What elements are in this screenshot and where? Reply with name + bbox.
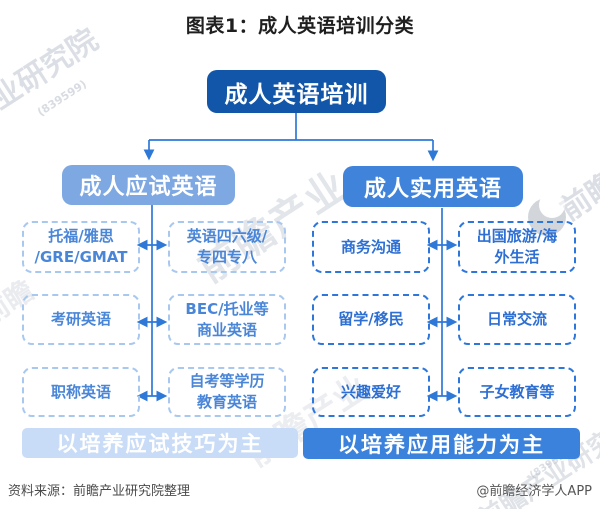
item-label: 考研英语	[50, 310, 111, 328]
item-business-communication: 商务沟通	[312, 221, 430, 273]
item-label: 留学/移民	[338, 310, 404, 328]
root-node-adult-english-training: 成人英语培训	[207, 70, 386, 113]
item-label: 兴趣爱好	[340, 382, 401, 401]
item-label: 外生活	[494, 248, 540, 266]
item-label: 商务沟通	[340, 237, 401, 256]
branch-header-exam-english: 成人应试英语	[62, 165, 235, 205]
item-label: 子女教育等	[479, 382, 555, 401]
item-toefl-ielts-gre-gmat: 托福/雅思 /GRE/GMAT	[22, 221, 140, 273]
root-node-label: 成人英语培训	[224, 81, 369, 108]
item-travel-overseas-life: 出国旅游/海 外生活	[458, 221, 576, 273]
branch-header-label: 成人应试英语	[79, 175, 218, 200]
item-label: 英语四六级/	[186, 227, 268, 245]
item-hobby-interest: 兴趣爱好	[312, 367, 430, 417]
item-label: 出国旅游/海	[476, 227, 558, 245]
item-label: 商业英语	[196, 320, 257, 339]
summary-bar-exam-skills: 以培养应试技巧为主	[22, 428, 298, 458]
item-professional-title-english: 职称英语	[22, 367, 140, 417]
item-children-education: 子女教育等	[458, 367, 576, 417]
item-label: 自考等学历	[189, 372, 265, 390]
item-cet46-tem48: 英语四六级/ 专四专八	[168, 221, 286, 273]
item-label: BEC/托业等	[185, 299, 269, 318]
item-label: 职称英语	[50, 382, 111, 401]
item-postgraduate-english: 考研英语	[22, 294, 140, 345]
credit-note: @前瞻经济学人APP	[476, 484, 592, 499]
branch-header-label: 成人实用英语	[363, 176, 502, 202]
item-label: 教育英语	[196, 393, 257, 411]
item-bec-toeic-business-english: BEC/托业等 商业英语	[168, 294, 286, 345]
summary-label: 以培养应用能力为主	[338, 432, 545, 457]
item-label: 日常交流	[486, 310, 547, 328]
branch-header-practical-english: 成人实用英语	[343, 166, 523, 207]
source-note: 资料来源：前瞻产业研究院整理	[8, 484, 191, 499]
item-label: 专四专八	[196, 248, 257, 266]
page-title: 图表1：成人英语培训分类	[185, 15, 415, 37]
item-study-abroad-immigration: 留学/移民	[312, 294, 430, 345]
item-daily-communication: 日常交流	[458, 294, 576, 345]
item-label: 托福/雅思	[48, 227, 114, 245]
summary-label: 以培养应试技巧为主	[56, 432, 264, 456]
item-label: /GRE/GMAT	[34, 248, 128, 266]
summary-bar-applied-ability: 以培养应用能力为主	[303, 428, 580, 459]
item-self-study-degree-english: 自考等学历 教育英语	[168, 367, 286, 417]
